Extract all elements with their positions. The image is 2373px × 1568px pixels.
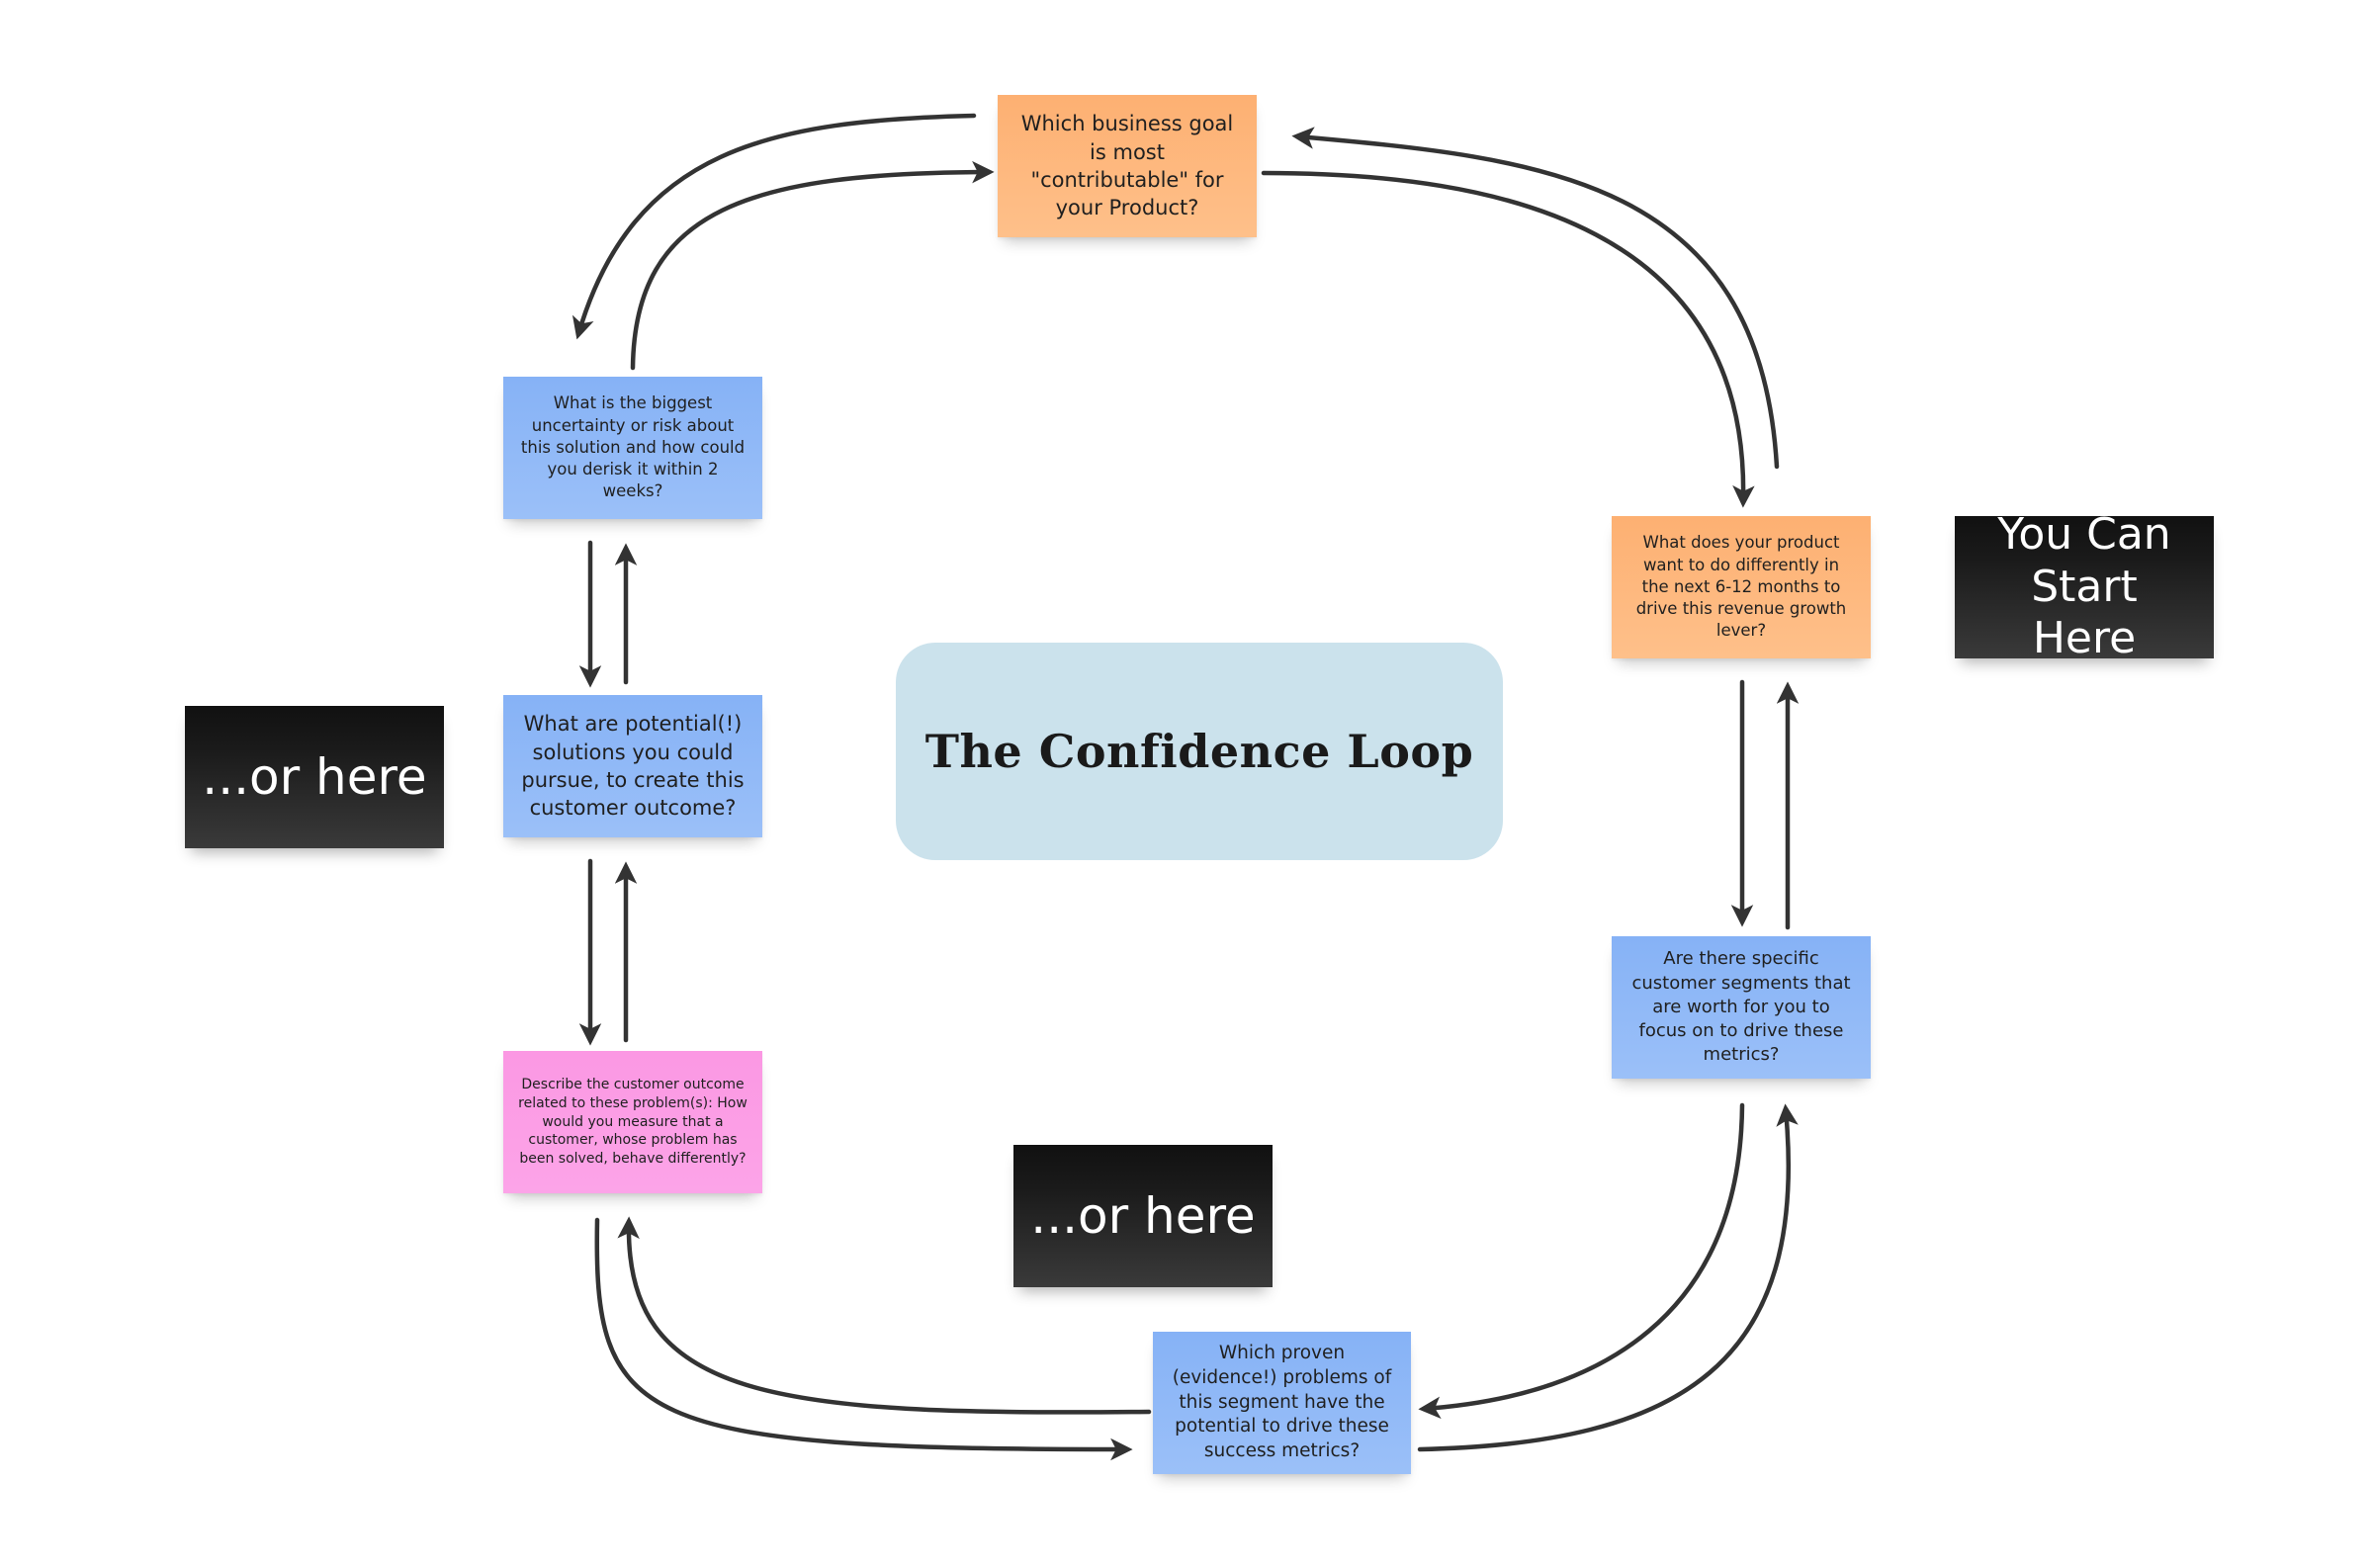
label-text: ...or here bbox=[202, 748, 427, 806]
sticky-note-text: Which business goal is most "contributab… bbox=[1020, 112, 1234, 220]
sticky-note-text: Describe the customer outcome related to… bbox=[518, 1076, 747, 1168]
sticky-note-product-change[interactable]: What does your product want to do differ… bbox=[1612, 516, 1871, 658]
sticky-note-potential-solutions[interactable]: What are potential(!) solutions you coul… bbox=[503, 695, 762, 837]
sticky-note-customer-outcome[interactable]: Describe the customer outcome related to… bbox=[503, 1051, 762, 1193]
diagram-title: The Confidence Loop bbox=[924, 725, 1474, 778]
arrow-risk-to-goal bbox=[630, 160, 995, 371]
sticky-note-proven-problems[interactable]: Which proven (evidence!) problems of thi… bbox=[1153, 1332, 1411, 1474]
label-start-here[interactable]: You Can Start Here bbox=[1955, 509, 2214, 663]
sticky-note-customer-segments[interactable]: Are there specific customer segments tha… bbox=[1612, 936, 1871, 1079]
arrow-goal-to-risk bbox=[571, 113, 977, 340]
arrow-product-to-goal bbox=[1291, 127, 1780, 470]
arrow-problems-to-segments bbox=[1417, 1103, 1799, 1452]
sticky-note-business-goal[interactable]: Which business goal is most "contributab… bbox=[998, 95, 1257, 237]
arrow-problems-to-outcome bbox=[617, 1216, 1152, 1415]
diagram-title-box[interactable]: The Confidence Loop bbox=[896, 643, 1503, 860]
label-or-here-bottom[interactable]: ...or here bbox=[1013, 1145, 1273, 1287]
sticky-note-text: What does your product want to do differ… bbox=[1635, 533, 1847, 641]
sticky-note-text: What is the biggest uncertainty or risk … bbox=[520, 393, 746, 501]
label-or-here-left[interactable]: ...or here bbox=[185, 706, 444, 848]
arrow-segments-to-problems bbox=[1418, 1102, 1745, 1419]
arrow-outcome-to-problems bbox=[594, 1217, 1133, 1461]
label-text: ...or here bbox=[1030, 1187, 1256, 1245]
sticky-note-biggest-risk[interactable]: What is the biggest uncertainty or risk … bbox=[503, 377, 762, 519]
sticky-note-text: What are potential(!) solutions you coul… bbox=[521, 712, 745, 821]
sticky-note-text: Which proven (evidence!) problems of thi… bbox=[1172, 1342, 1392, 1462]
sticky-note-text: Are there specific customer segments tha… bbox=[1631, 948, 1851, 1066]
arrow-goal-to-product bbox=[1261, 170, 1755, 508]
label-text: You Can Start Here bbox=[1997, 508, 2171, 664]
